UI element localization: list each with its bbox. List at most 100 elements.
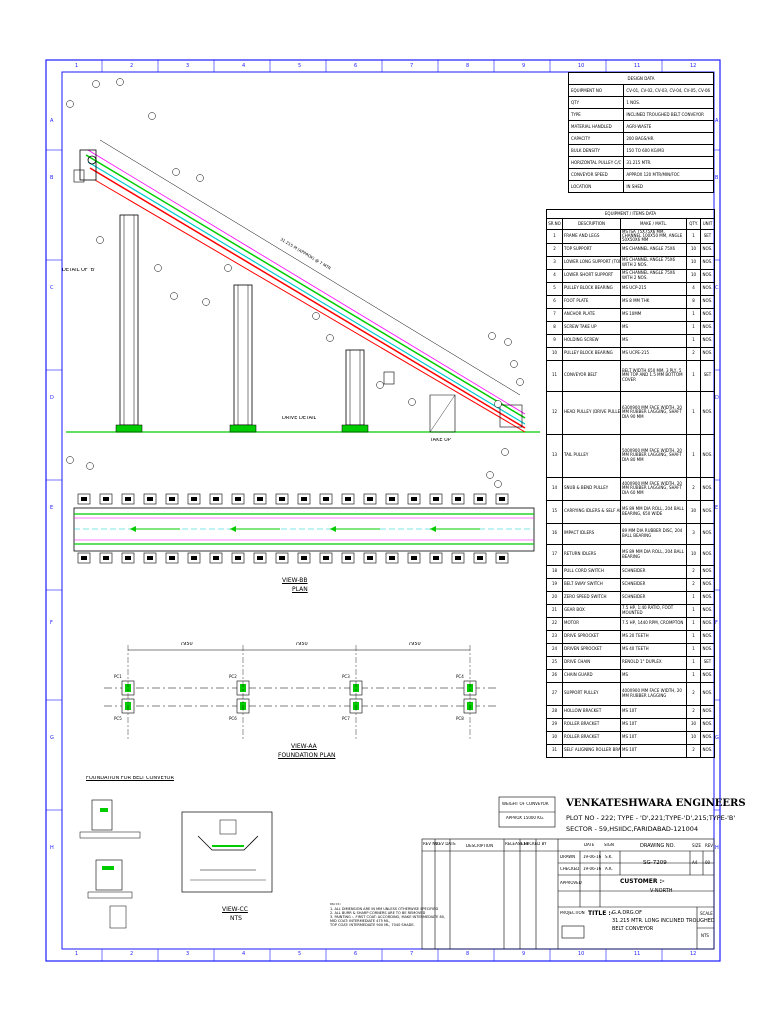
equipment-description: SUPPORT PULLEY (562, 681, 621, 706)
equipment-sr-no: 16 (546, 522, 563, 545)
checked-sign: A.K. (605, 867, 613, 871)
design-data-key: BULK DENSITY (567, 144, 625, 157)
pedestal-label: PC2 (229, 674, 237, 679)
equipment-description: PULL CORD SWITCH (562, 564, 621, 579)
equipment-column-header: QTY. (686, 218, 701, 230)
callout-balloons (66, 78, 524, 488)
design-data-value: INCLINED TROUGHED BELT CONVEYOR (623, 108, 714, 121)
equipment-description: DRIVEN SPROCKET (562, 642, 621, 657)
callout-balloon (376, 381, 384, 389)
grid-column-label: 2 (130, 951, 134, 957)
equipment-sr-no: 19 (546, 577, 563, 592)
grid-row-label: C (50, 285, 54, 291)
equipment-sr-no: 20 (546, 590, 563, 605)
equipment-make: MS 20 TEETH (620, 629, 687, 644)
equipment-sr-no: 24 (546, 642, 563, 657)
rev-date-header: REV DATE (436, 842, 456, 846)
equipment-sr-no: 12 (546, 390, 563, 435)
callout-balloon (66, 456, 74, 464)
design-data-value: 31.215 MTR. (623, 156, 714, 169)
company-address-1: PLOT NO - 222; TYPE - 'D',221;TYPE-'D',2… (566, 814, 736, 822)
equipment-description: TAIL PULLEY (562, 433, 621, 478)
equipment-unit: NOS. (700, 390, 715, 435)
equipment-qty: 2 (686, 476, 701, 501)
equipment-make: MS 10MM (620, 307, 687, 322)
equipment-qty: 1 (686, 642, 701, 657)
equipment-qty: 10 (686, 268, 701, 283)
equipment-sr-no: 15 (546, 499, 563, 524)
equipment-make: MS (620, 333, 687, 348)
equipment-sr-no: 29 (546, 717, 563, 732)
callout-balloon (486, 471, 494, 479)
design-data-value: 1 NOS. (623, 96, 714, 109)
equipment-make: MS CHANNEL ANGLE 75X6 WITH 2 NOS. (620, 255, 687, 270)
grid-row-label: F (50, 620, 53, 626)
equipment-unit: NOS. (700, 476, 715, 501)
grid-column-label: 6 (354, 63, 358, 69)
grid-column-label: 2 (130, 63, 134, 69)
equipment-qty: 1 (686, 229, 701, 244)
design-data-key: LOCATION (567, 180, 625, 193)
callout-balloon (154, 264, 162, 272)
equipment-description: CHAIN GUARD (562, 668, 621, 683)
equipment-description: TOP SUPPORT (562, 242, 621, 257)
equipment-qty: 1 (686, 390, 701, 435)
callout-balloon (96, 236, 104, 244)
checked-date: 19-06-16 (583, 867, 602, 871)
scale-value: NTS (701, 933, 709, 938)
grid-column-label: 4 (242, 951, 246, 957)
grid-row-label: D (715, 395, 719, 401)
equipment-sr-no: 5 (546, 281, 563, 296)
callout-balloon (312, 312, 320, 320)
equipment-make: MS 40 TEETH (620, 642, 687, 657)
span-dimension: 7950 (295, 642, 308, 647)
grid-column-label: 3 (186, 951, 190, 957)
equipment-qty: 2 (686, 704, 701, 719)
grid-row-label: F (715, 620, 718, 626)
equipment-qty: 1 (686, 320, 701, 335)
equipment-sr-no: 3 (546, 255, 563, 270)
note-line: MID COAT: INTERMEDIATE 475 ML, (330, 919, 391, 924)
equipment-make: 400X900 MM FACE WIDTH, 20 MM RUBBER LAGG… (620, 681, 687, 706)
equipment-sr-no: 25 (546, 655, 563, 670)
callout-balloon (488, 332, 496, 340)
equipment-unit: NOS. (700, 499, 715, 524)
equipment-unit: SET (700, 229, 715, 244)
pedestal-label: PC6 (229, 716, 237, 721)
span-dimension: 7950 (408, 642, 421, 647)
revision: 00 (705, 860, 711, 865)
equipment-qty: 1 (686, 655, 701, 670)
release-by-header: RELEASE BY (505, 842, 530, 846)
section-cc-title: VIEW-CC (222, 906, 248, 913)
note-line: 3. PAINTING :- FIRST COAT: ACCORDING, MA… (330, 914, 446, 919)
equipment-qty: 1 (686, 333, 701, 348)
callout-balloon (510, 360, 518, 368)
grid-column-label: 10 (578, 63, 585, 69)
grid-column-label: 10 (578, 951, 585, 957)
callout-balloon (66, 100, 74, 108)
equipment-make: BELT WIDTH 650 MM, 3 PLY, 5 MM TOP AND 1… (620, 359, 687, 392)
equipment-description: CONVEYOR BELT (562, 359, 621, 392)
equipment-unit: NOS. (700, 577, 715, 592)
equipment-unit: NOS. (700, 681, 715, 706)
detail-heading: FOUNDATION FOR BELT CONVEYOR (86, 776, 174, 781)
tower-1 (115, 214, 143, 433)
equipment-unit: NOS. (700, 281, 715, 296)
